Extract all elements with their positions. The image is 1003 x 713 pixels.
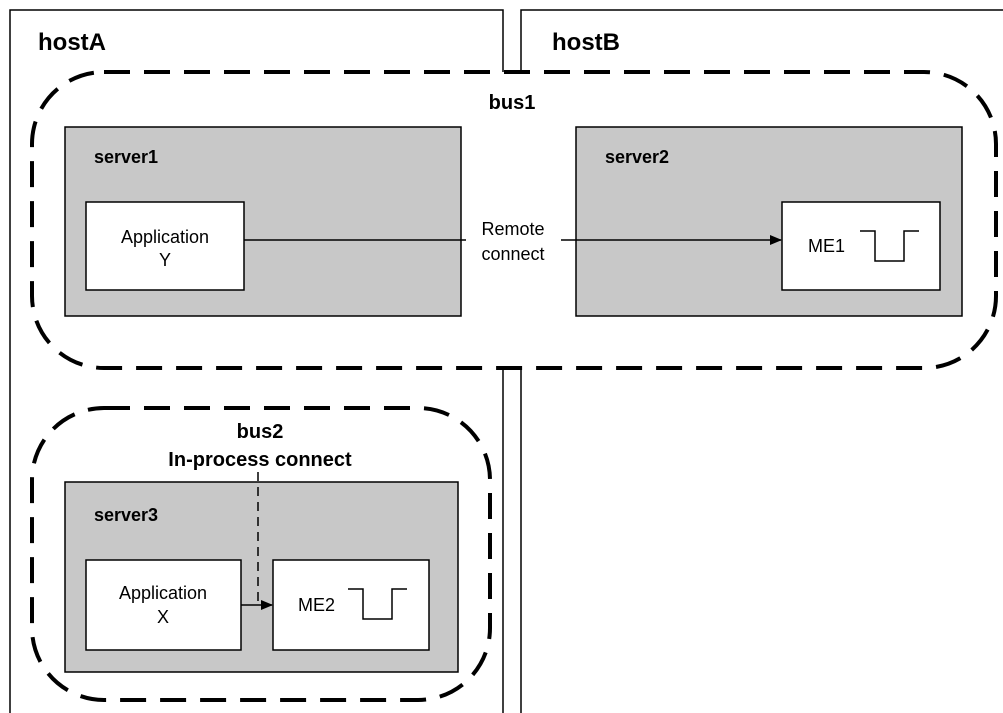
server1-label: server1 [94,147,158,167]
server2: server2 ME1 [575,126,963,317]
remote-connect-label-line2: connect [481,244,544,264]
server3: server3 Application X ME2 [64,481,459,673]
application-x-line1: Application [119,583,207,603]
me1-queue-icon [860,230,919,262]
in-process-connection [241,472,273,610]
server3-label: server3 [94,505,158,525]
application-x-box [85,559,242,651]
remote-connect-label-line1: Remote [481,219,544,239]
bus1-label: bus1 [489,92,536,114]
me1-box [781,201,941,291]
application-x-line2: X [157,607,169,627]
me2-label: ME2 [298,595,335,615]
bus2-label: bus2 [237,421,284,443]
host-b-label: hostB [552,29,620,56]
me1-label: ME1 [808,236,845,256]
application-y-line1: Application [121,227,209,247]
remote-connection: Remote connect [244,219,782,264]
server2-label: server2 [605,147,669,167]
application-y-box [85,201,245,291]
host-a-label: hostA [38,29,106,56]
application-y-line2: Y [159,250,171,270]
in-process-connect-label: In-process connect [168,449,352,471]
me2-queue-icon [348,588,407,620]
me2-box [272,559,430,651]
server1: server1 Application Y [64,126,462,317]
